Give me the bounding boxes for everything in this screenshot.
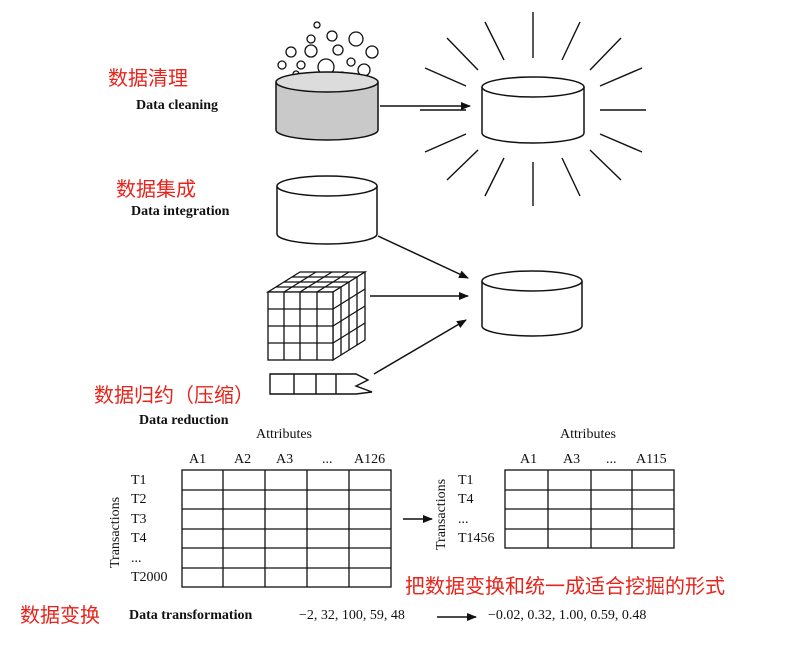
right-row-t1: T1 xyxy=(458,473,474,488)
right-col-ellipsis: ... xyxy=(606,452,617,467)
left-row-ellipsis: ... xyxy=(131,551,142,566)
transformation-output-values: −0.02, 0.32, 1.00, 0.59, 0.48 xyxy=(488,608,647,623)
flat-file-icon xyxy=(269,373,373,395)
left-col-ellipsis: ... xyxy=(322,452,333,467)
clean-data-cylinder-icon xyxy=(481,76,585,144)
data-cube-icon xyxy=(265,270,368,362)
transformation-input-values: −2, 32, 100, 59, 48 xyxy=(299,608,405,623)
cleaning-label: Data cleaning xyxy=(136,98,219,113)
left-row-t4: T4 xyxy=(131,531,147,546)
integration-source-cylinder-icon xyxy=(276,175,378,245)
right-col-a1: A1 xyxy=(520,452,538,467)
dirty-data-cylinder-icon xyxy=(275,71,379,141)
reduction-label-cn: 数据归约（压缩） xyxy=(94,383,254,407)
integration-arrows xyxy=(370,235,469,375)
transformation-label: Data transformation xyxy=(129,608,253,623)
right-attributes-header: Attributes xyxy=(560,427,616,442)
left-attributes-header: Attributes xyxy=(256,427,312,442)
left-row-t1: T1 xyxy=(131,473,147,488)
integration-label-cn: 数据集成 xyxy=(116,177,196,201)
reduction-label: Data reduction xyxy=(139,413,229,428)
integrated-cylinder-icon xyxy=(481,270,583,337)
right-row-t1456: T1456 xyxy=(458,531,495,546)
integration-label: Data integration xyxy=(131,204,230,219)
left-col-a126: A126 xyxy=(354,452,386,467)
right-transactions-label: Transactions xyxy=(434,478,449,550)
left-transactions-label: Transactions xyxy=(108,496,123,568)
shine-rays-icon xyxy=(420,12,646,206)
left-attribute-table xyxy=(181,469,392,588)
left-row-t2000: T2000 xyxy=(131,570,168,585)
right-row-t4: T4 xyxy=(458,492,474,507)
transformation-note-cn: 把数据变换和统一成适合挖掘的形式 xyxy=(405,574,725,598)
right-col-a3: A3 xyxy=(563,452,581,467)
left-col-a2: A2 xyxy=(234,452,252,467)
left-row-t3: T3 xyxy=(131,512,147,527)
right-row-ellipsis: ... xyxy=(458,512,469,527)
right-attribute-table xyxy=(504,469,675,549)
left-col-a1: A1 xyxy=(189,452,207,467)
cleaning-label-cn: 数据清理 xyxy=(108,66,188,90)
left-row-t2: T2 xyxy=(131,492,147,507)
left-col-a3: A3 xyxy=(276,452,294,467)
right-col-a115: A115 xyxy=(636,452,667,467)
transformation-label-cn: 数据变换 xyxy=(20,603,100,627)
